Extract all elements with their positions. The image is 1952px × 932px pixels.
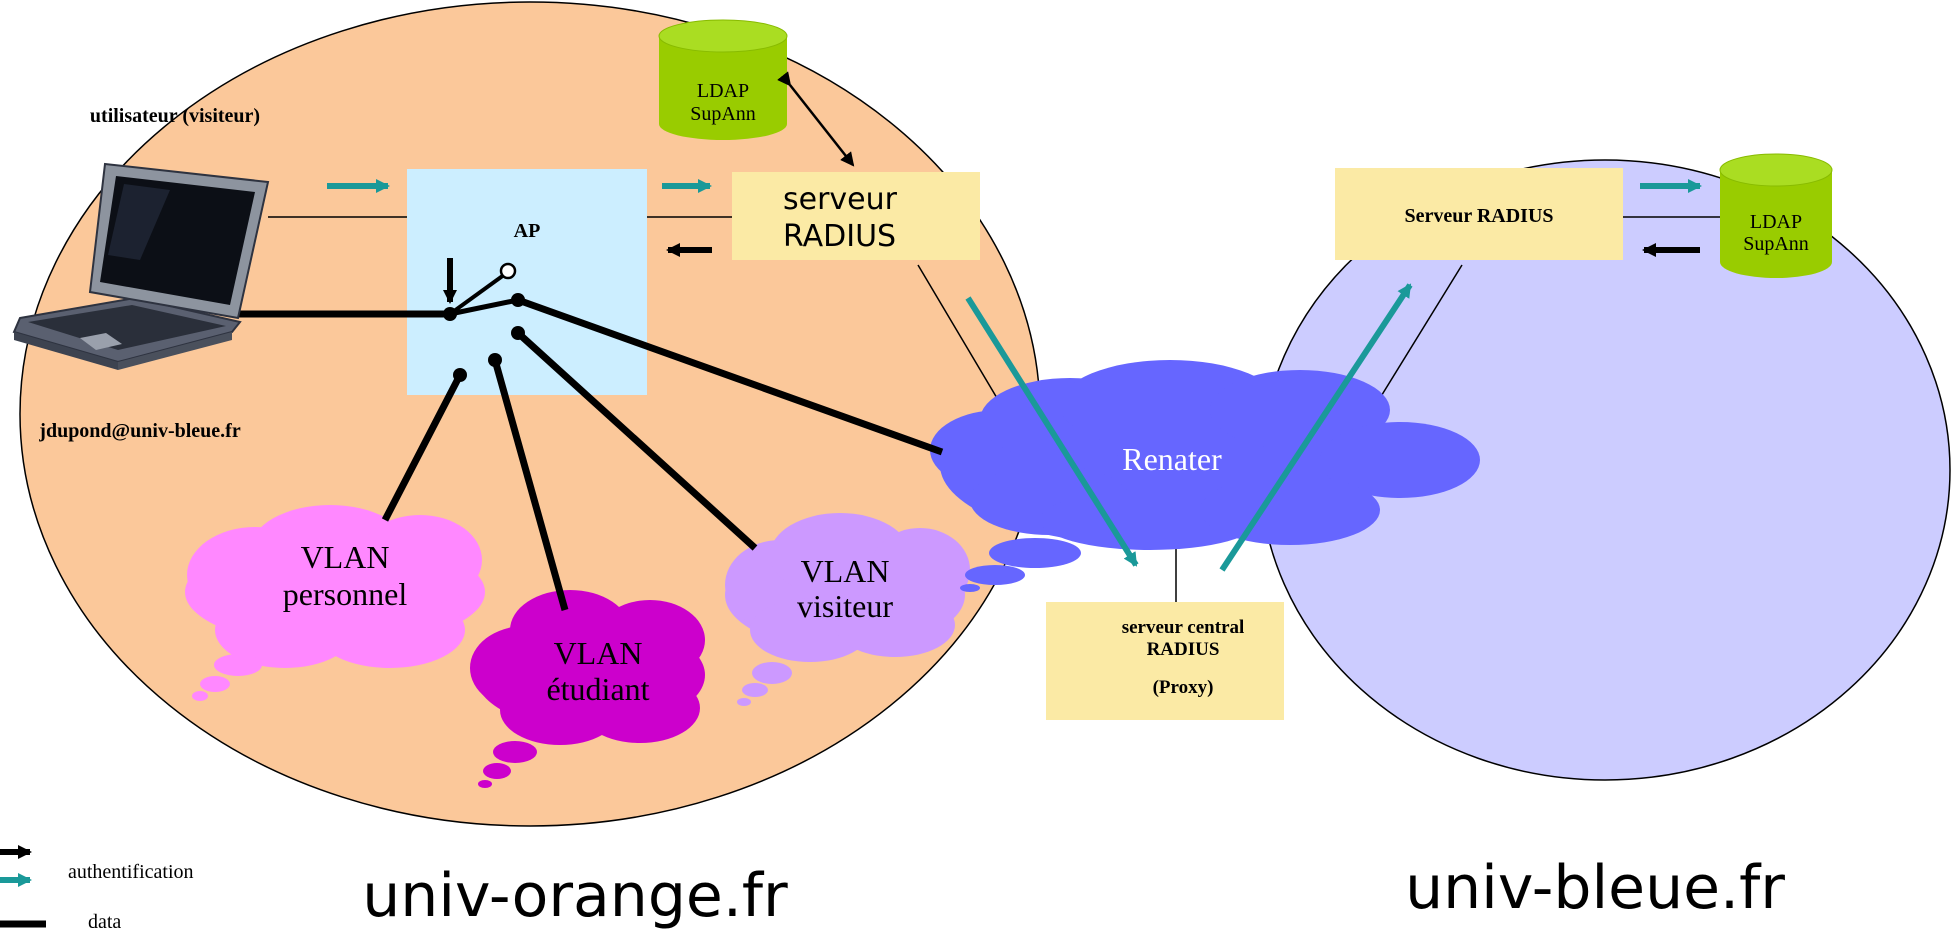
radius-right-label: Serveur RADIUS — [1404, 205, 1553, 227]
vlan-etudiant-line2: étudiant — [546, 671, 649, 707]
domain-right-label: univ-bleue.fr — [1405, 853, 1785, 923]
radius-left-label-line1: serveur — [783, 182, 898, 217]
vlan-visiteur-cloud: VLAN visiteur — [725, 513, 970, 706]
switch-contact-etudiant — [488, 353, 502, 367]
legend-auth-label: authentification — [68, 861, 194, 883]
link-radius-renater — [917, 264, 1011, 421]
data-link-vlan-visiteur — [515, 330, 758, 551]
ldap-right-line2: SupAnn — [1743, 233, 1809, 255]
ldap-right-line1: LDAP — [1750, 211, 1802, 233]
auth-arrow-radius-to-proxy — [965, 296, 1139, 567]
ap-label: AP — [514, 220, 541, 242]
radius-server-left — [732, 172, 980, 260]
legend: authentification data — [0, 845, 194, 932]
renater-cloud: Renater — [930, 360, 1480, 592]
switch-contact-open — [499, 262, 517, 280]
ldap-radius-double-arrow — [777, 71, 855, 167]
radius-left-label-line2: RADIUS — [783, 219, 896, 254]
vlan-visiteur-line2: visiteur — [797, 588, 893, 624]
switch-pivot — [443, 307, 457, 321]
vlan-visiteur-line1: VLAN — [801, 553, 890, 589]
switch-contact-renater — [511, 293, 525, 307]
central-label-line2: RADIUS — [1147, 639, 1220, 660]
auth-arrow-proxy-to-bleue — [1219, 283, 1413, 572]
vlan-personnel-line1: VLAN — [301, 539, 390, 575]
data-link-ap-renater — [516, 296, 944, 456]
renater-label: Renater — [1122, 441, 1222, 477]
ldap-left-line2: SupAnn — [690, 103, 756, 125]
user-title: utilisateur (visiteur) — [90, 105, 260, 127]
ap-box — [407, 169, 647, 395]
switch-contact-visiteur — [511, 326, 525, 340]
vlan-etudiant-cloud: VLAN étudiant — [470, 590, 705, 788]
ldap-left-line1: LDAP — [697, 80, 749, 102]
radius-server-right — [1335, 168, 1623, 260]
legend-data-label: data — [88, 911, 121, 932]
ldap-left: LDAP SupAnn — [658, 19, 788, 140]
data-link-vlan-personnel — [381, 373, 464, 522]
laptop-icon — [12, 162, 270, 370]
link-renater-radius-right — [1379, 264, 1463, 399]
central-label-line1: serveur central — [1122, 617, 1245, 638]
data-link-vlan-etudiant — [491, 359, 569, 611]
central-label-line3: (Proxy) — [1153, 677, 1214, 698]
vlan-personnel-line2: personnel — [283, 576, 408, 612]
ldap-right: LDAP SupAnn — [1719, 153, 1833, 278]
switch-contact-personnel — [453, 368, 467, 382]
switch-contact-upper — [448, 270, 510, 316]
vlan-personnel-cloud: VLAN personnel — [185, 505, 485, 701]
central-radius-proxy — [1046, 602, 1284, 720]
domain-left-label: univ-orange.fr — [362, 861, 788, 931]
vlan-etudiant-line1: VLAN — [554, 635, 643, 671]
user-email: jdupond@univ-bleue.fr — [38, 420, 241, 442]
switch-blade — [449, 297, 519, 317]
